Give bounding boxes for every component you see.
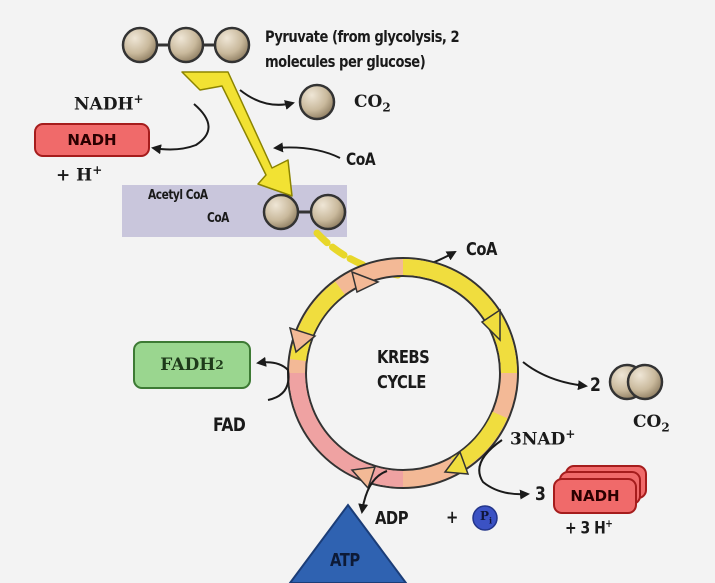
co2-right-arrow (522, 361, 588, 391)
krebs-label: KREBS (377, 347, 430, 368)
nadh-box-stack-front: NADH (553, 478, 637, 514)
atp-arrow (358, 470, 388, 514)
pi-plus: + (446, 507, 458, 528)
acetyl-coa-line2: CoA (207, 211, 229, 226)
atp-triangle (288, 503, 408, 583)
h-plus-right: + 3 H+ (565, 517, 613, 539)
pyruvate-label-line2: molecules per glucose) (265, 52, 426, 71)
nadh-plus-label: NADH+ (74, 92, 144, 115)
pi-circle (472, 505, 498, 531)
nadh-cycle-arrow (478, 439, 530, 500)
nadh-arrow (151, 103, 210, 155)
nadh-box-top: NADH (34, 123, 150, 157)
coa-input-arrow (273, 142, 341, 159)
pyruvate-label-line1: Pyruvate (from glycolysis, 2 (265, 27, 460, 46)
co2-count: 2 (590, 374, 601, 396)
pi-label: Pi (480, 509, 493, 526)
fadh2-arrow (256, 356, 290, 401)
coa-input-label: CoA (346, 150, 376, 170)
acetyl-coa-molecule (262, 193, 347, 231)
co2-release-arrow (239, 89, 295, 110)
co2-molecule-top (298, 83, 336, 121)
cycle-label: CYCLE (377, 372, 426, 393)
co2-molecules-right (608, 363, 664, 401)
h-plus-left: + H+ (56, 163, 103, 186)
yellow-conversion-arrow (181, 71, 293, 197)
co2-top-label: CO2 (354, 92, 391, 115)
acetyl-coa-line1: Acetyl CoA (148, 188, 208, 203)
nad-label: 3NAD+ (510, 427, 576, 450)
krebs-cycle-ring (287, 257, 519, 490)
atp-label: ATP (330, 550, 360, 571)
adp-label: ADP (375, 508, 409, 529)
pyruvate-molecule (121, 26, 251, 64)
nadh-count: 3 (535, 483, 546, 505)
fad-label: FAD (213, 414, 246, 436)
coa-release-label: CoA (466, 239, 497, 260)
co2-right-label: CO2 (633, 412, 670, 435)
